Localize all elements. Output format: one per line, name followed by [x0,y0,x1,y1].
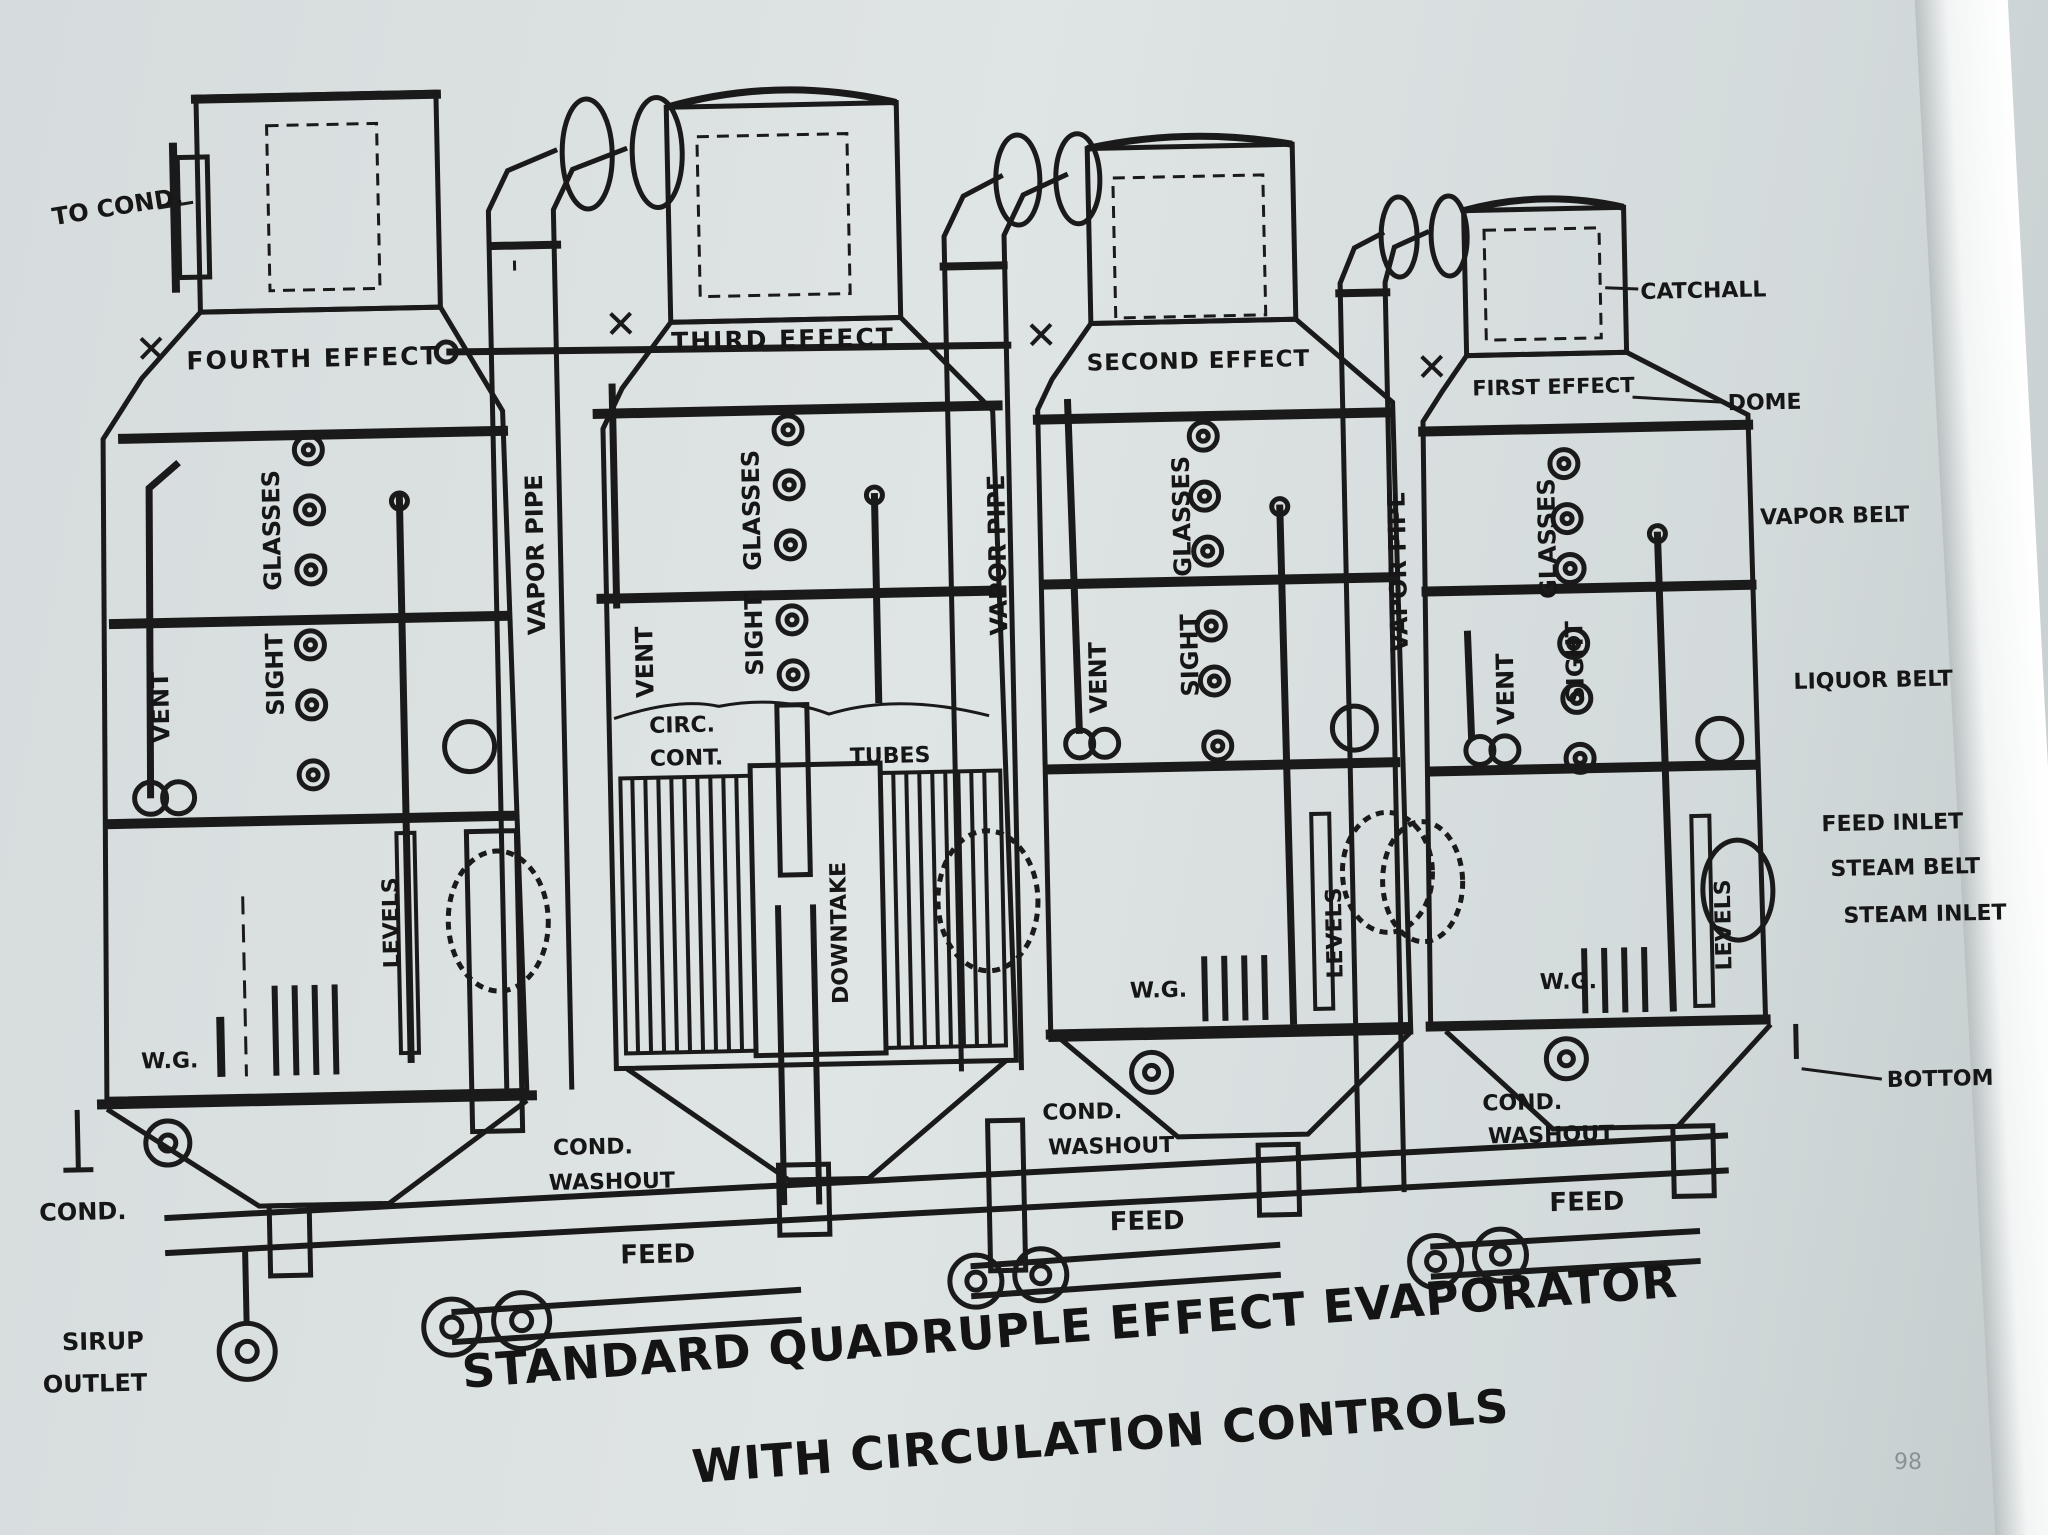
vapor-pipe-2-to-3 [939,131,1103,1072]
label-steam-belt: STEAM BELT [1830,854,1980,882]
label-vapor-pipe-left: VAPOR PIPE [520,474,551,635]
label-downtake: DOWNTAKE [826,862,854,1005]
label-tubes: TUBES [850,743,931,770]
label-cond-third: COND. [553,1134,633,1161]
diagram-drawing: TO COND. FOURTH EFFECT THIRD EFFECT SECO… [39,86,2007,1399]
label-dome: DOME [1727,390,1801,417]
fourth-effect-vessel [63,89,551,1209]
label-second-effect: SECOND EFFECT [1086,346,1310,377]
label-feed-inlet: FEED INLET [1821,809,1963,837]
third-sight-glasses [771,413,810,692]
first-sight-glasses [1547,447,1597,775]
label-third-glasses: GLASSES [736,450,767,571]
label-first-glasses: GLASSES [1532,478,1563,599]
label-vapor-pipe-middle: VAPOR PIPE [982,474,1013,635]
label-feed-left: FEED [620,1239,695,1271]
label-fourth-glasses: GLASSES [257,470,288,591]
label-first-wg: W.G. [1540,969,1598,995]
label-steam-inlet: STEAM INLET [1843,900,2007,928]
label-feed-middle: FEED [1109,1206,1184,1238]
label-washout-first: WASHOUT [1488,1122,1615,1150]
page-number: 98 [1894,1450,1922,1475]
label-circ: CIRC. [649,712,715,738]
label-cont: CONT. [650,745,724,772]
second-sight-glasses [1186,419,1235,763]
label-second-sight: SIGHT [1175,613,1205,697]
label-outlet: OUTLET [43,1368,149,1398]
label-third-vent: VENT [630,626,660,699]
label-first-vent: VENT [1491,653,1521,726]
label-cond-second: COND. [1042,1099,1122,1126]
label-cond-left: COND. [39,1197,127,1227]
label-fourth-levels: LEVELS [378,877,405,968]
label-washout-second: WASHOUT [1048,1133,1175,1161]
label-first-sight: SIGHT [1560,620,1590,704]
label-fourth-wg: W.G. [141,1048,199,1074]
vapor-pipe-1-to-2 [1335,193,1470,1194]
label-second-vent: VENT [1084,641,1114,714]
label-second-levels: LEVELS [1322,887,1349,978]
downtake [747,760,889,1059]
steam-connection-pipe [446,341,1012,356]
second-effect-vessel [1029,132,1435,1140]
label-fourth-effect: FOURTH EFFECT [186,341,440,375]
third-tubes-bundle [613,700,1009,1056]
label-washout-third: WASHOUT [549,1168,676,1196]
label-third-sight: SIGHT [739,592,769,676]
label-liquor-belt: LIQUOR BELT [1793,667,1953,695]
label-vapor-belt: VAPOR BELT [1760,502,1910,530]
first-effect-vessel [1418,195,1799,1132]
label-fourth-sight: SIGHT [260,632,290,716]
label-first-effect: FIRST EFFECT [1472,373,1635,400]
label-catchall: CATCHALL [1640,277,1767,305]
label-fourth-vent: VENT [146,671,176,744]
label-first-levels: LEVELS [1711,879,1738,970]
label-vapor-pipe-right: VAPOR PIPE [1382,491,1413,652]
label-feed-right: FEED [1549,1187,1624,1219]
bottom-piping [164,1117,1729,1382]
vapor-pipe-3-to-4 [485,95,685,1091]
label-third-effect: THIRD EFFECT [671,323,895,357]
label-sirup: SIRUP [62,1327,144,1357]
label-bottom: BOTTOM [1887,1066,1994,1093]
label-second-glasses: GLASSES [1167,456,1198,577]
label-cond-first: COND. [1482,1090,1562,1117]
diagram-labels: TO COND. FOURTH EFFECT THIRD EFFECT SECO… [39,182,2007,1398]
fourth-sight-glasses [291,433,330,792]
label-second-wg: W.G. [1130,978,1188,1004]
